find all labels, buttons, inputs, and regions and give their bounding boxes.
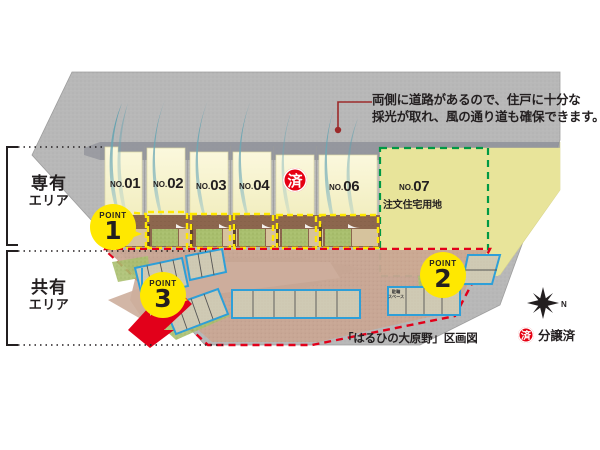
lot-prefix: NO. (329, 183, 344, 192)
lot-label-no07: NO.07 (399, 178, 430, 196)
lot-prefix: NO. (239, 182, 254, 191)
annotation-line-2: 採光が取れ、風の通り道も確保できます。 (372, 110, 600, 125)
lot-label-no01: NO.01 (110, 175, 141, 193)
exclusive-area-label-sub: エリア (28, 193, 70, 209)
figure-caption: 「はるひの大原野」区画図 (342, 333, 478, 345)
sunlight-ventilation-annotation: 両側に道路があるので、住戸に十分な 採光が取れ、風の通り道も確保できます。 (372, 92, 600, 127)
point-3-word: POINT (149, 278, 177, 288)
lot-no07-usage-label: 注文住宅用地 (383, 200, 442, 211)
legend-sold-label: 分譲済 (538, 329, 575, 343)
exclusive-area-bracket (6, 146, 18, 246)
shared-area-label-sub: エリア (28, 297, 70, 313)
lot-area-no07 (378, 142, 561, 278)
point-badge-3[interactable]: POINT 3 (140, 272, 186, 318)
lot-number: 04 (253, 177, 270, 194)
legend-sold: 済 分譲済 (518, 325, 575, 344)
point-2-number: 2 (434, 263, 452, 293)
point-1-word: POINT (99, 210, 127, 220)
lot-number: 01 (124, 175, 141, 192)
lot-number: 07 (413, 178, 430, 195)
lot-prefix: NO. (153, 180, 168, 189)
bicycle-parking-note-line1: 駐輪 (391, 289, 401, 294)
point-badge-1[interactable]: POINT 1 (90, 204, 136, 250)
lot-label-no03: NO.03 (196, 177, 227, 195)
lot-label-no02: NO.02 (153, 175, 184, 193)
point-badge-2[interactable]: POINT 2 (420, 252, 466, 298)
lot-label-no06: NO.06 (329, 178, 360, 196)
annotation-leader-line (334, 101, 372, 134)
compass-north-label: N (561, 300, 567, 309)
lot-label-no04: NO.04 (239, 177, 270, 195)
point-3-number: 3 (154, 283, 172, 313)
shared-area-label-main: 共有 (31, 278, 67, 297)
shared-area-guide-bottom (18, 344, 226, 346)
lot-prefix: NO. (399, 183, 414, 192)
shared-area-bracket (6, 250, 18, 346)
lot-number: 06 (343, 178, 360, 195)
point-1-number: 1 (104, 215, 122, 245)
exclusive-area-guide-top (18, 146, 106, 148)
shared-area-guide-top (18, 250, 206, 252)
lot-number: 03 (210, 177, 227, 194)
lot-prefix: NO. (110, 180, 125, 189)
lot-number: 02 (167, 175, 184, 192)
bicycle-parking-note-line2: スペース (388, 293, 405, 299)
exclusive-area-label-main: 専有 (31, 174, 67, 193)
compass-rose-icon (527, 287, 559, 319)
sold-stamp-lot05: 済 (283, 168, 307, 192)
legend-sold-stamp-icon: 済 (518, 326, 534, 343)
exclusive-area-label: 専有 エリア (10, 174, 88, 209)
bicycle-parking-note: 駐輪 スペース (388, 289, 405, 300)
shared-area-label: 共有 エリア (10, 278, 88, 313)
annotation-line-1: 両側に道路があるので、住戸に十分な (372, 93, 581, 107)
point-2-word: POINT (429, 258, 457, 268)
lot-prefix: NO. (196, 182, 211, 191)
